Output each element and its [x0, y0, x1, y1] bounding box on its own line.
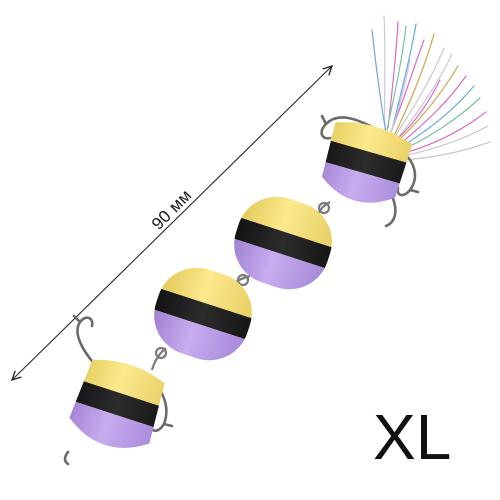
front-body [64, 352, 171, 458]
size-label: XL [373, 401, 452, 473]
rear-hook [320, 114, 420, 228]
connector-wires [150, 201, 331, 371]
dimension-line [12, 66, 332, 380]
tinsel-tail [371, 15, 491, 161]
second-body [143, 257, 263, 371]
